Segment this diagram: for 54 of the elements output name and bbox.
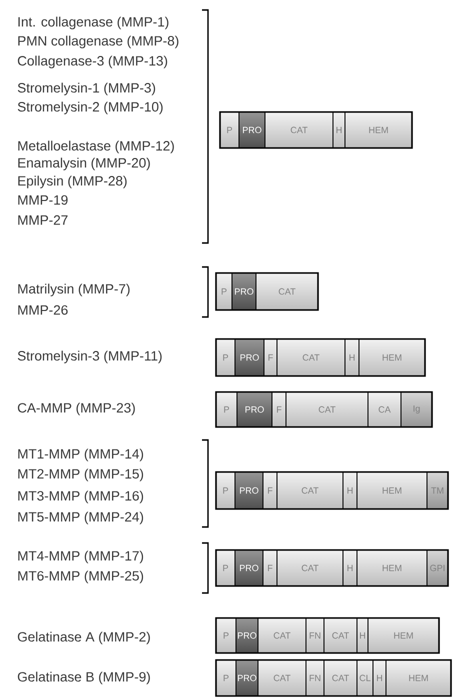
domain-segment: F [272,392,286,428]
domain-segment: H [342,472,358,510]
domain-bar [215,471,449,510]
enzyme-name: MMP-26 [18,305,68,315]
enzyme-name: MT2-MMP (MMP-15) [18,468,144,482]
enzyme-name: MT6-MMP (MMP-25) [18,570,144,584]
domain-segment: P [216,338,236,376]
enzyme-name: Stromelysin-1 (MMP-3) [18,82,156,96]
domain-segment: FN [306,618,324,654]
domain-bar [215,617,440,654]
domain-segment: H [344,338,360,376]
domain-segment: PRO [236,660,258,696]
enzyme-name: MT1-MMP (MMP-14) [18,448,144,462]
domain-segment: P [216,392,238,428]
domain-segment: CA [368,392,402,428]
enzyme-name: CA-MMP (MMP-23) [18,402,135,416]
enzyme-name: Stromelysin-2 (MMP-10) [18,102,163,114]
domain-segment: F [262,472,278,510]
enzyme-name: MT5-MMP (MMP-24) [18,512,144,524]
domain-segment: PRO [232,272,256,310]
domain-bar [215,391,433,428]
domain-bar [215,272,319,311]
domain-bar [215,549,449,587]
enzyme-name: MMP-27 [18,215,68,225]
domain-segment: F [262,550,278,586]
domain-segment: H [372,660,386,696]
enzyme-name: MMP-19 [18,195,68,205]
enzyme-name: MT3-MMP (MMP-16) [18,490,144,504]
domain-segment: PRO [236,618,258,654]
domain-segment: FN [306,660,324,696]
domain-segment: P [216,472,236,510]
domain-segment: H [356,618,368,654]
enzyme-name: Stromelysin-3 (MMP-11) [18,350,162,364]
enzyme-name: MT4-MMP (MMP-17) [18,550,144,564]
enzyme-name: Enamalysin (MMP-20) [18,158,150,170]
domain-bar [219,111,413,149]
enzyme-name: Gelatinase B (MMP-9) [18,672,150,684]
domain-bar [215,659,452,697]
domain-segment: CL [356,660,374,696]
domain-segment: TM [426,472,448,510]
enzyme-name: Epilysin (MMP-28) [18,176,127,188]
domain-bar [215,338,426,377]
domain-segment: PRO [238,112,266,148]
domain-segment: GPI [426,550,448,586]
domain-segment: F [264,338,278,376]
enzyme-name: Metalloelastase (MMP-12) [18,140,174,154]
domain-segment: Ig [400,392,432,428]
enzyme-name: Matrilysin (MMP-7) [18,284,130,296]
domain-segment: H [332,112,346,148]
domain-segment: H [342,550,358,586]
enzyme-name: Int. collagenase (MMP-1) [18,16,168,30]
enzyme-name: Gelatinase A (MMP-2) [18,632,150,644]
enzyme-name: PMN collagenase (MMP-8) [18,36,178,48]
enzyme-name: Collagenase-3 (MMP-13) [18,56,168,68]
